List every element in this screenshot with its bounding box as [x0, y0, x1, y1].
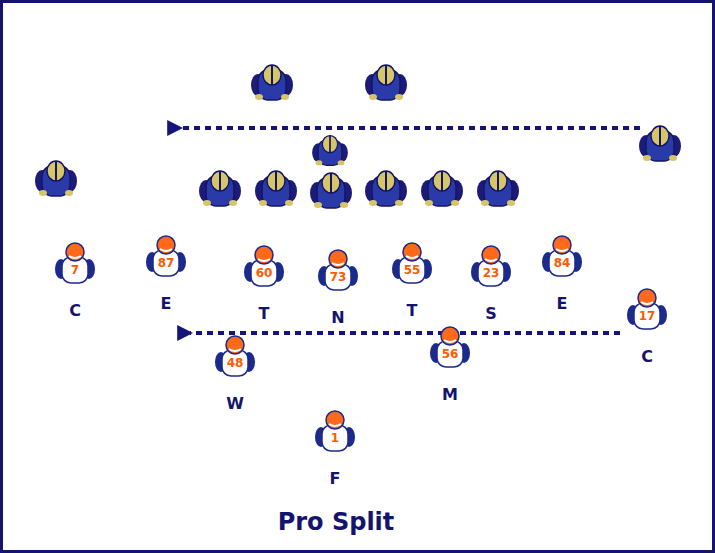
position-letter: T — [257, 305, 272, 323]
jersey-number: 23 — [467, 266, 515, 280]
defensive-player: 48W — [211, 334, 259, 413]
defensive-player: 60T — [240, 244, 288, 323]
defensive-player: 73N — [314, 248, 362, 327]
jersey-number: 17 — [623, 309, 671, 323]
position-letter: N — [329, 309, 346, 327]
defensive-player: 1F — [311, 409, 359, 488]
title: Pro Split — [0, 508, 672, 536]
defensive-player: 23S — [467, 244, 515, 323]
position-letter: C — [67, 302, 83, 320]
defensive-player: 84E — [538, 234, 586, 313]
jersey-number: 1 — [311, 431, 359, 445]
position-letter: E — [159, 295, 174, 313]
position-letter: F — [328, 470, 343, 488]
jersey-number: 48 — [211, 356, 259, 370]
motion-arrow — [180, 126, 640, 130]
jersey-number: 55 — [388, 263, 436, 277]
defensive-player: 87E — [142, 234, 190, 313]
jersey-number: 7 — [51, 263, 99, 277]
jersey-number: 56 — [426, 347, 474, 361]
jersey-number: 60 — [240, 266, 288, 280]
defensive-player: 55T — [388, 241, 436, 320]
position-letter: T — [405, 302, 420, 320]
jersey-number: 87 — [142, 256, 190, 270]
motion-arrow — [190, 331, 620, 335]
position-letter: S — [483, 305, 499, 323]
jersey-number: 73 — [314, 270, 362, 284]
position-letter: M — [440, 386, 460, 404]
defensive-player: 7C — [51, 241, 99, 320]
position-letter: C — [639, 348, 655, 366]
defensive-player: 17C — [623, 287, 671, 366]
position-letter: E — [555, 295, 570, 313]
position-letter: W — [224, 395, 246, 413]
defensive-player: 56M — [426, 325, 474, 404]
offense-players — [35, 65, 681, 208]
jersey-number: 84 — [538, 256, 586, 270]
